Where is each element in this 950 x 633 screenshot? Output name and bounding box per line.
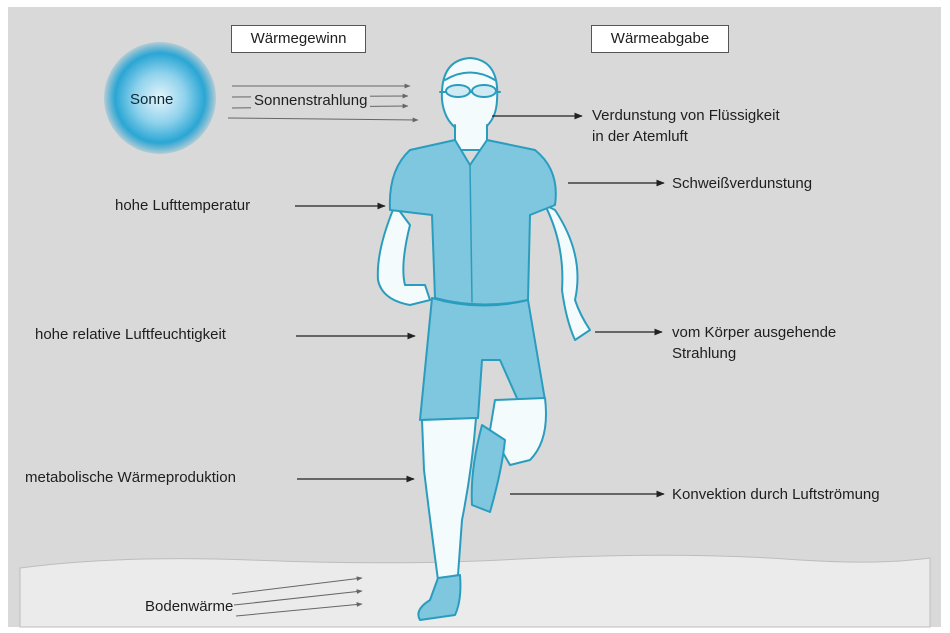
body-radiation-label-line2: Strahlung — [672, 344, 736, 363]
respiratory-evaporation-label-line2: in der Atemluft — [592, 127, 688, 146]
humidity-label: hohe relative Luftfeuchtigkeit — [35, 325, 226, 344]
gain-header-box: Wärmegewinn — [231, 25, 366, 53]
ground-area — [20, 555, 930, 627]
loss-header-label: Wärmeabgabe — [611, 30, 709, 47]
convection-label: Konvektion durch Luftströmung — [672, 485, 880, 504]
air-temperature-label: hohe Lufttemperatur — [115, 196, 250, 215]
respiratory-evaporation-label-line1: Verdunstung von Flüssigkeit — [592, 106, 780, 125]
metabolic-heat-label: metabolische Wärmeproduktion — [25, 468, 236, 487]
sun-label: Sonne — [130, 90, 173, 109]
loss-header-box: Wärmeabgabe — [591, 25, 729, 53]
gain-header-label: Wärmegewinn — [251, 30, 347, 47]
body-radiation-label-line1: vom Körper ausgehende — [672, 323, 836, 342]
ground-heat-label: Bodenwärme — [145, 597, 233, 616]
solar-radiation-label: Sonnenstrahlung — [251, 91, 370, 110]
sweat-evaporation-label: Schweißverdunstung — [672, 174, 812, 193]
